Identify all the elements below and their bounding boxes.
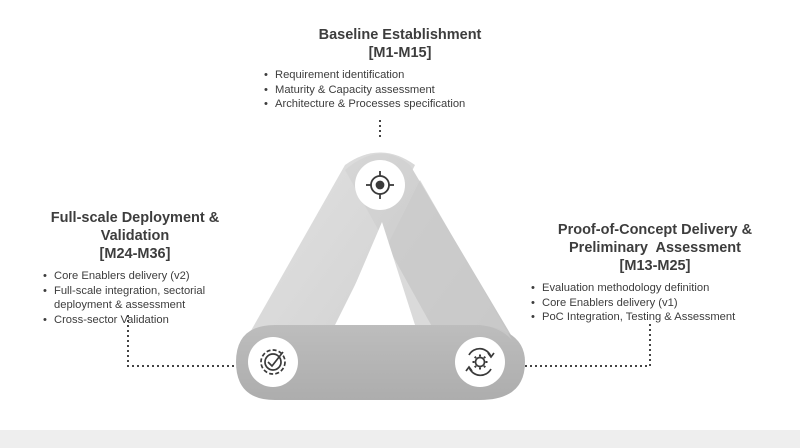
phase-title-line2: Validation bbox=[100, 228, 170, 244]
phase-baseline: Baseline Establishment [M1-M15] Requirem… bbox=[250, 26, 550, 112]
node-left bbox=[248, 337, 298, 387]
phase-items: Evaluation methodology definition Core E… bbox=[531, 281, 785, 325]
list-item: Architecture & Processes specification bbox=[264, 97, 550, 112]
list-item: Core Enablers delivery (v1) bbox=[531, 296, 785, 311]
list-item: Maturity & Capacity assessment bbox=[264, 83, 550, 98]
phase-items: Core Enablers delivery (v2) Full-scale i… bbox=[43, 269, 243, 327]
phase-title-line1: Full-scale Deployment & bbox=[50, 210, 220, 226]
triangle-hole bbox=[338, 222, 415, 325]
list-item: PoC Integration, Testing & Assessment bbox=[531, 310, 785, 325]
list-item: Full-scale integration, sectorial deploy… bbox=[43, 284, 243, 313]
phase-title-line2: Preliminary Assessment bbox=[569, 240, 741, 256]
phase-title: Baseline Establishment bbox=[318, 27, 482, 43]
phase-fullscale: Full-scale Deployment & Validation [M24-… bbox=[25, 209, 245, 327]
checkmark-badge-icon bbox=[260, 349, 286, 375]
band-bottom bbox=[236, 325, 525, 400]
target-icon bbox=[366, 171, 394, 199]
list-item: Cross-sector Validation bbox=[43, 313, 243, 328]
list-item: Requirement identification bbox=[264, 68, 550, 83]
connector-right bbox=[525, 323, 651, 367]
list-item-text: Full-scale integration, sectorial deploy… bbox=[54, 284, 206, 312]
list-item: Evaluation methodology definition bbox=[531, 281, 785, 296]
connector-left bbox=[127, 315, 235, 367]
gear-cycle-icon bbox=[465, 347, 495, 377]
node-top bbox=[355, 160, 405, 210]
list-item: Core Enablers delivery (v2) bbox=[43, 269, 243, 284]
phase-period: [M13-M25] bbox=[619, 258, 691, 274]
node-right bbox=[455, 337, 505, 387]
phase-title-line1: Proof-of-Concept Delivery & bbox=[557, 222, 753, 238]
band-overlap bbox=[380, 180, 512, 340]
phase-items: Requirement identification Maturity & Ca… bbox=[264, 68, 550, 112]
phase-poc: Proof-of-Concept Delivery & Preliminary … bbox=[525, 221, 785, 325]
phase-period: [M24-M36] bbox=[99, 246, 171, 262]
bottom-band bbox=[0, 430, 800, 448]
phase-period: [M1-M15] bbox=[368, 45, 432, 61]
